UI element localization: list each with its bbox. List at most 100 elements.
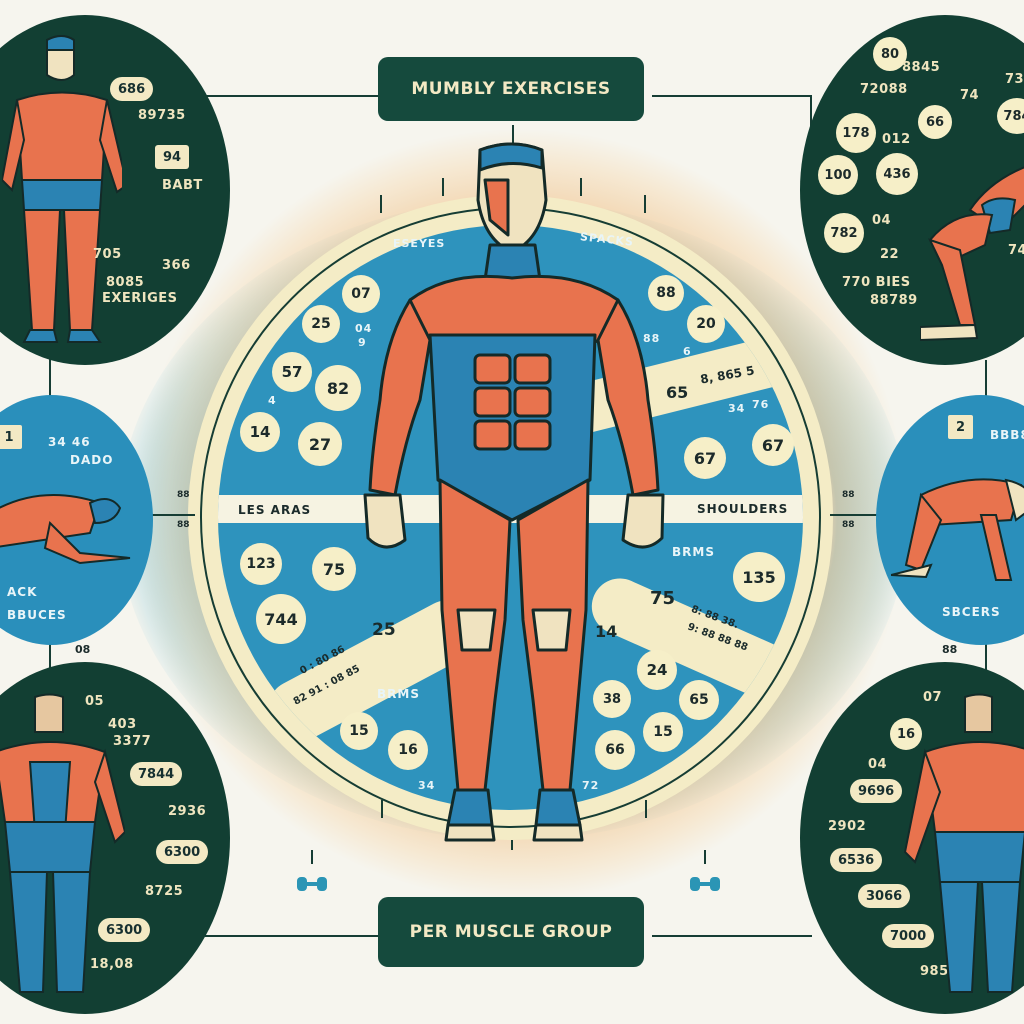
stat-text: 88789 (870, 293, 918, 308)
value-bubble: 782 (824, 213, 864, 253)
stat-text: EXERIGES (102, 291, 178, 306)
arrow-right-connector (830, 514, 905, 516)
small-value: 08 (75, 643, 91, 656)
ring-tick (644, 195, 646, 213)
stat-text: 04 (872, 213, 892, 228)
value-pill: 7000 (882, 924, 935, 948)
small-value: 04 (355, 322, 373, 335)
value-bubble: 16 (388, 730, 428, 770)
value-bubble: 16 (890, 718, 922, 750)
stat-text: 07 (923, 690, 943, 705)
label-brms-left: BRMS (377, 687, 420, 701)
ring-tick (380, 195, 382, 213)
value-bubble: 784 (997, 98, 1024, 134)
connector-line (49, 355, 51, 405)
ring-tick (381, 800, 383, 818)
value-bubble: 744 (256, 594, 306, 644)
stat-text: 403 (108, 717, 137, 732)
ring-tick (442, 178, 444, 196)
stat-text: 8085 (106, 275, 145, 290)
small-value: 88 (942, 643, 958, 656)
value-pill: 9696 (850, 779, 903, 803)
value-bubble: 66 (918, 105, 952, 139)
small-value: 72 (582, 779, 600, 792)
connector-line (205, 95, 383, 97)
small-value: 9 (358, 336, 367, 349)
front-muscle-figure (363, 142, 665, 850)
stat-text: 366 (162, 258, 191, 273)
stat-text: 985 (920, 964, 949, 979)
connector-line (704, 850, 706, 864)
stat-text: 04 (868, 757, 888, 772)
value-pill: 686 (110, 77, 154, 101)
stat-text: 012 (882, 132, 911, 147)
value-bubble: 178 (836, 113, 876, 153)
stat-text: 34 46 (48, 435, 91, 449)
connector-mark: 88 (842, 490, 855, 500)
side-circle-bottom-right: 07 16 04 9696 2902 6536 3066 7000 985 (800, 662, 1024, 1014)
stat-text: DADO (70, 453, 114, 467)
value-pill: 6536 (830, 848, 883, 872)
value-bubble: 20 (687, 305, 725, 343)
value-bubble: 100 (818, 155, 858, 195)
stat-text: 74 (960, 88, 980, 103)
stat-text: BABT (162, 178, 203, 193)
value-bubble: 15 (340, 712, 378, 750)
label-shoulders: SHOULDERS (697, 502, 789, 516)
stat-text: BBUCES (7, 608, 67, 622)
value-pill: 94 (155, 145, 190, 169)
value-bubble: 57 (272, 352, 312, 392)
value-bubble: 38 (593, 680, 631, 718)
crouch-figure (891, 478, 1024, 581)
small-value: 34 (418, 779, 436, 792)
dumbbell-icon (690, 877, 720, 891)
side-circle-bottom-left: 05 403 3377 7844 2936 6300 8725 6300 18,… (0, 662, 230, 1014)
small-value: 88 (643, 332, 661, 345)
value-bubble: 123 (240, 543, 282, 585)
stat-text: 705 (93, 247, 122, 262)
stat-text: 2902 (828, 819, 867, 834)
value-bubble: 135 (733, 552, 785, 602)
small-value: 4 (268, 394, 277, 407)
small-value: 34 (728, 402, 746, 415)
front-figure-small (2, 35, 122, 343)
small-value: 76 (752, 398, 770, 411)
dumbbell-icon (297, 877, 327, 891)
title-bottom: PER MUSCLE GROUP (378, 897, 644, 967)
stat-text: SBCERS (942, 605, 1001, 619)
stat-text: BBB8 (990, 428, 1024, 442)
pushup-figure (0, 494, 131, 565)
ring-tick (645, 800, 647, 818)
side-circle-top-left: 686 89735 94 BABT 705 366 8085 EXERIGES (0, 15, 230, 365)
band-big-value: 65 (666, 383, 689, 402)
connector-line (652, 935, 812, 937)
stat-text: 2936 (168, 804, 207, 819)
connector-line (512, 125, 514, 155)
stat-text: 73 (1005, 72, 1024, 87)
stat-text: 22 (880, 247, 900, 262)
value-bubble: 25 (302, 305, 340, 343)
ring-tick (580, 178, 582, 196)
value-pill: 6300 (98, 918, 151, 942)
stat-text: 74 (1008, 243, 1024, 258)
value-bubble: 436 (876, 153, 918, 195)
stat-text: 8725 (145, 884, 184, 899)
side-circle-top-right: 80 66 784 178 100 436 782 8845 72088 74 … (800, 15, 1024, 365)
stat-text: 05 (85, 694, 105, 709)
value-bubble: 88 (648, 275, 684, 311)
stat-text: ACK (7, 585, 38, 599)
connector-line (205, 935, 383, 937)
side-circle-mid-left: 1 34 46 DADO ACK BBUCES (0, 395, 153, 645)
band-big-value: 25 (372, 620, 396, 640)
connector-line (49, 640, 51, 680)
connector-line (985, 640, 987, 675)
connector-line (652, 95, 812, 97)
title-top: MUMBLY EXERCISES (378, 57, 644, 121)
stat-text: 18,08 (90, 957, 134, 972)
value-bubble: 75 (312, 547, 356, 591)
band-big-value: 14 (595, 622, 618, 641)
value-bubble: 82 (315, 365, 361, 411)
step-badge: 2 (948, 415, 974, 439)
step-badge: 1 (0, 425, 22, 449)
value-bubble: 24 (637, 650, 677, 690)
